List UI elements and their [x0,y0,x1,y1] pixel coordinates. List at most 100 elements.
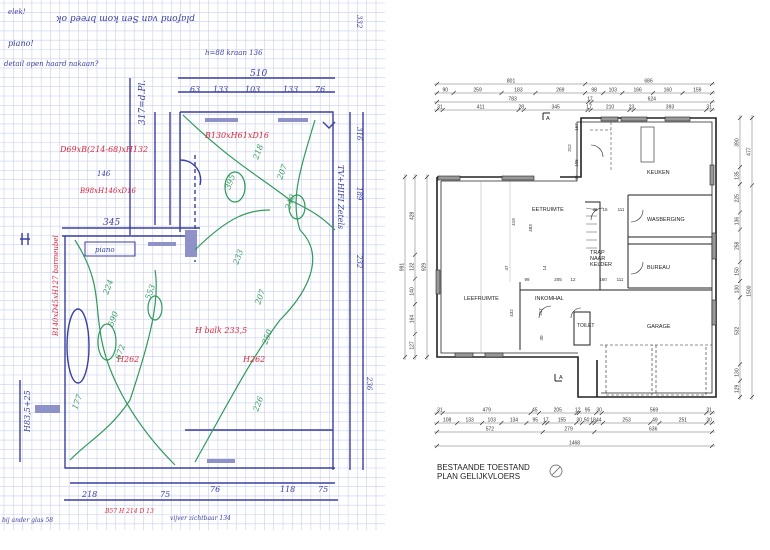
dimension-label: 258 [735,241,741,250]
dimension-tick [737,227,743,232]
dimension-tick [749,183,755,188]
dimension-label: 23 [629,105,635,111]
dimension-tick [737,278,743,284]
dimension-tick [412,354,418,360]
sketch-walls [19,77,364,501]
north-arrow-icon [549,464,563,478]
dimension-label: 225 [735,194,741,203]
dimension-tick [540,429,545,435]
dimension-label: 279 [564,427,573,433]
dimension-label: 130 [735,285,741,294]
sketch-window-hatches [35,118,308,463]
bottom-segment: 75 [318,485,328,494]
dimension-label: 251 [679,418,688,424]
dimension-tick [585,99,591,105]
top-segment: 133 [213,85,228,94]
dimension-label: 50 [584,418,590,424]
dimension-label: 140 [410,287,416,296]
right-dim: 316 [355,127,363,141]
inner-dimension-label: 483 [528,224,533,232]
dimension-tick [650,90,656,96]
dimension-tick [412,252,418,257]
dimension-label: 345 [551,105,560,111]
bottom-segment: 218 [81,490,97,499]
dimension-label: 801 [507,79,516,85]
dimension-label: 393 [666,105,675,111]
side-note-elek: elek! [8,8,26,16]
dimension-label: 479 [483,408,492,414]
dimension-label: 1468 [569,441,580,447]
inner-dimension-label: 312 [567,144,572,152]
left-note: B140xD45xH127 barmeubel [52,235,60,337]
dimension-tick [737,295,743,300]
dimension-tick [499,420,504,426]
dimension-tick [434,99,440,105]
room-keuken: KEUKEN [647,170,670,176]
dimension-tick [749,115,755,121]
dimension-tick [592,429,597,435]
dimension-label: 129 [735,384,741,393]
inner-dimension-label: 205 [554,277,562,282]
right-dim: 236 [365,376,373,391]
dimension-tick [627,107,632,113]
dimension-label: 31 [437,105,443,111]
dimension-label: 31 [437,408,443,414]
dimension-tick [424,354,430,360]
dimension-tick [574,420,579,426]
dimension-label: 253 [622,418,631,424]
top-segment: 76 [315,85,325,94]
dimension-tick [737,394,743,400]
dimension-tick [709,410,715,416]
window-label-1: B130xH61xD16 [204,131,269,140]
building-walls [436,117,717,398]
sketch-green-curves [69,114,336,466]
dimension-tick [737,164,743,170]
dimension-tick [516,107,521,113]
green-measurement: 224 [101,278,115,296]
dimension-tick [657,420,662,426]
dimension-tick [600,420,606,426]
dimension-tick [574,410,579,416]
dimension-tick [402,174,408,180]
dimension-label: 28 [518,105,524,111]
right-dim: 232 [355,254,363,269]
inner-dimension-label: 99 [524,277,530,282]
dimension-label: 1500 [747,285,753,296]
dimension-tick [402,354,408,360]
green-measurement: 218 [251,143,265,161]
dimension-label: 135 [735,171,741,180]
dimension-tick [451,90,456,96]
room-eetruimte: EETRUIMTE [532,207,564,213]
dimension-label: 103 [609,88,618,94]
top-segment: 63 [190,85,200,94]
room-garage: GARAGE [647,324,671,330]
dimension-tick [582,81,588,87]
bottom-segment: 75 [160,490,170,499]
dimension-label: 269 [556,88,565,94]
bottom-red: B57 H 214 D 13 [104,508,154,515]
total-width: 510 [250,69,267,79]
inner-dimension-label: 15 [602,207,608,212]
dimension-label: 160 [664,88,673,94]
bottom-segment: 118 [280,485,295,494]
dimension-label: 95 [585,408,591,414]
dimension-tick [582,90,588,96]
bottom-segment: 76 [210,485,220,494]
dimension-label: 183 [514,88,523,94]
dimension-tick [434,107,440,113]
dimension-tick [648,420,653,426]
dimension-label: 31 [706,408,712,414]
top-segment: 103 [245,85,260,94]
inner-dimension-label: 12 [570,277,576,282]
dimension-label: 259 [473,88,482,94]
wall-height: 317=d.Pl. [138,80,148,125]
dimension-label: 150 [735,267,741,276]
window-openings [435,116,717,358]
bottom-note-2: vijver zichtbaar 134 [170,515,231,522]
dimension-tick [737,115,743,121]
dimension-label: 636 [649,427,658,433]
green-measurement: 250 [260,328,274,346]
dimension-label: 624 [648,97,657,103]
dimension-label: 783 [508,97,517,103]
